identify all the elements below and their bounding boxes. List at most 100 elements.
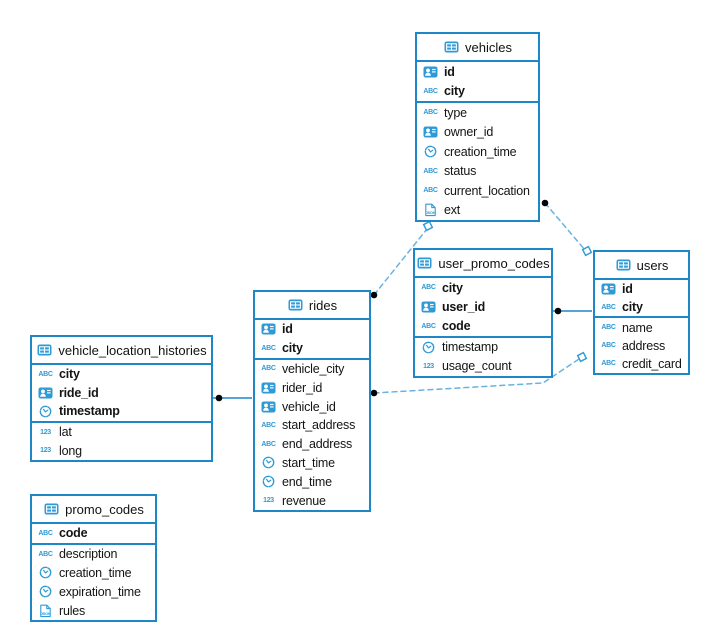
text-icon: ABC <box>261 421 276 429</box>
table-header[interactable]: rides <box>255 292 369 320</box>
column-label: current_location <box>444 183 530 198</box>
primary-key-row-city[interactable]: ABC city <box>255 339 369 358</box>
time-icon <box>37 566 54 579</box>
text-icon: ABC <box>601 360 616 368</box>
column-label: rules <box>59 603 86 618</box>
column-row-rider_id[interactable]: rider_id <box>255 378 369 397</box>
time-icon <box>37 405 54 418</box>
column-label: id <box>282 322 293 337</box>
column-label: start_address <box>282 418 356 433</box>
column-row-vehicle_id[interactable]: vehicle_id <box>255 397 369 416</box>
column-row-start_time[interactable]: start_time <box>255 454 369 473</box>
text-icon: ABC <box>423 87 438 95</box>
column-row-creation_time[interactable]: creation_time <box>32 564 155 583</box>
column-row-start_address[interactable]: ABC start_address <box>255 416 369 435</box>
column-label: start_time <box>282 455 335 470</box>
column-row-timestamp[interactable]: timestamp <box>415 335 551 357</box>
column-label: revenue <box>282 493 326 508</box>
primary-key-row-id[interactable]: id <box>417 62 538 82</box>
table-title: vehicles <box>465 39 512 55</box>
text-icon: ABC <box>423 109 438 117</box>
column-label: user_id <box>442 299 486 314</box>
id-icon <box>600 283 617 295</box>
column-label: long <box>59 443 82 458</box>
primary-key-row-user_id[interactable]: user_id <box>415 297 551 316</box>
column-row-end_time[interactable]: end_time <box>255 472 369 491</box>
id-icon <box>260 401 277 413</box>
table-header[interactable]: user_promo_codes <box>415 250 551 278</box>
svg-text:JSON: JSON <box>41 611 51 616</box>
table-header[interactable]: vehicles <box>417 34 538 62</box>
column-label: timestamp <box>442 340 498 355</box>
column-label: description <box>59 547 118 562</box>
column-label: city <box>59 367 80 382</box>
table-title: vehicle_location_histories <box>58 342 207 358</box>
column-row-creation_time[interactable]: creation_time <box>417 142 538 162</box>
column-row-current_location[interactable]: ABC current_location <box>417 181 538 201</box>
text-icon: ABC <box>38 529 53 537</box>
column-row-expiration_time[interactable]: expiration_time <box>32 582 155 601</box>
column-row-description[interactable]: ABC description <box>32 542 155 564</box>
primary-key-row-ride_id[interactable]: ride_id <box>32 384 211 403</box>
table-header[interactable]: promo_codes <box>32 496 155 524</box>
column-label: city <box>442 280 463 295</box>
text-icon: ABC <box>601 303 616 311</box>
text-icon: ABC <box>423 167 438 175</box>
column-label: address <box>622 338 666 353</box>
primary-key-row-id[interactable]: id <box>255 320 369 339</box>
column-label: ext <box>444 203 461 218</box>
column-row-owner_id[interactable]: owner_id <box>417 123 538 143</box>
text-icon: ABC <box>261 344 276 352</box>
relation-diamond-marker-rides-users <box>576 351 588 363</box>
relation-line-vehicles-users <box>544 202 586 251</box>
column-label: city <box>282 341 303 356</box>
column-row-ext[interactable]: JSON ext <box>417 201 538 221</box>
column-row-rules[interactable]: JSON rules <box>32 601 155 620</box>
id-icon <box>37 387 54 399</box>
relation-dot-marker-vehicles-users <box>541 199 549 207</box>
column-label: creation_time <box>444 144 517 159</box>
text-icon: ABC <box>261 440 276 448</box>
primary-key-row-timestamp[interactable]: timestamp <box>32 402 211 421</box>
json-icon: JSON <box>422 203 439 217</box>
column-row-type[interactable]: ABC type <box>417 101 538 123</box>
primary-key-row-id[interactable]: id <box>595 280 688 298</box>
text-icon: ABC <box>38 550 53 558</box>
text-icon: ABC <box>423 187 438 195</box>
table-icon <box>43 503 60 515</box>
num-icon: 123 <box>40 428 51 436</box>
relation-dot-marker-user_promo_codes-users <box>554 307 562 315</box>
column-label: owner_id <box>444 125 494 140</box>
column-label: type <box>444 105 467 120</box>
table-header[interactable]: users <box>595 252 688 280</box>
relation-dot-marker-rides-vehicles <box>370 291 378 299</box>
table-header[interactable]: vehicle_location_histories <box>32 337 211 365</box>
column-label: timestamp <box>59 404 120 419</box>
